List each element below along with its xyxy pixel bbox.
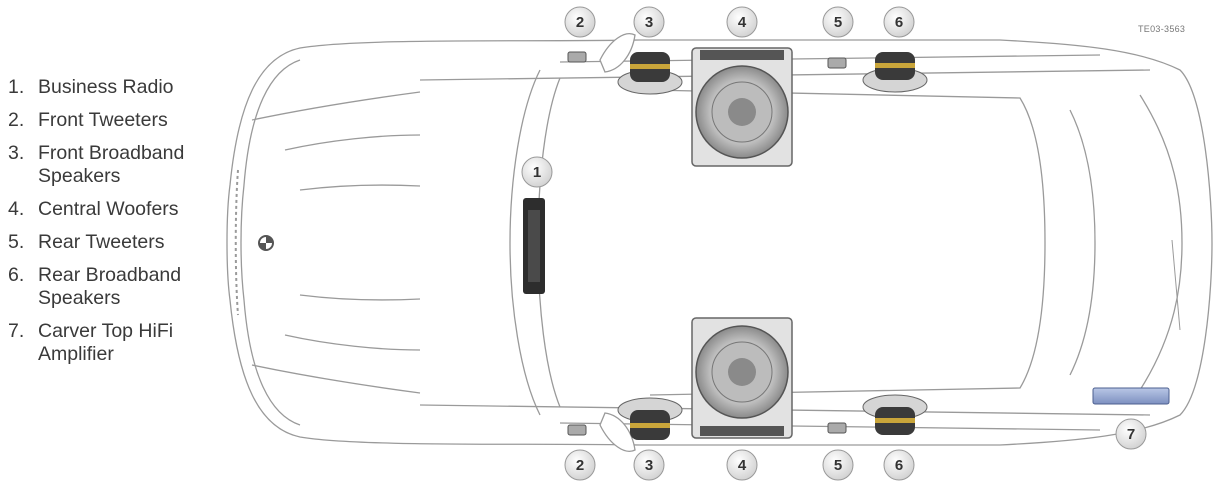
legend-number: 1. [8, 76, 25, 98]
legend-number: 7. [8, 320, 25, 342]
callout-2-bottom: 2 [564, 449, 596, 481]
callout-5-top: 5 [822, 6, 854, 38]
rear-broadband-speaker-bottom [862, 394, 928, 435]
legend-label: Rear Broadband Speakers [38, 264, 182, 309]
rear-tweeter-bottom [827, 422, 847, 434]
legend-label: Business Radio [38, 76, 174, 98]
central-woofer-bottom [691, 317, 793, 439]
callout-7: 7 [1115, 418, 1147, 450]
legend-number: 3. [8, 142, 25, 164]
callout-6-bottom: 6 [883, 449, 915, 481]
legend-label: Carver Top HiFi Amplifier [38, 320, 174, 365]
svg-text:5: 5 [834, 14, 842, 31]
bmw-logo-icon [258, 235, 274, 251]
legend-item-front-broadband-speakers: 3. Front Broadband Speakers [8, 142, 223, 188]
svg-text:3: 3 [645, 14, 653, 31]
callout-2-top: 2 [564, 6, 596, 38]
svg-text:6: 6 [895, 457, 903, 474]
legend-label: Front Broadband Speakers [38, 142, 185, 187]
legend-number: 2. [8, 109, 25, 131]
svg-text:7: 7 [1127, 426, 1135, 443]
central-woofer-top [691, 47, 793, 167]
svg-text:3: 3 [645, 457, 653, 474]
svg-text:2: 2 [576, 457, 584, 474]
svg-text:5: 5 [834, 457, 842, 474]
front-tweeter-top [567, 51, 587, 63]
callout-3-top: 3 [633, 6, 665, 38]
legend-item-central-woofers: 4. Central Woofers [8, 198, 223, 221]
carver-amplifier [1092, 387, 1170, 405]
svg-text:2: 2 [576, 14, 584, 31]
callout-4-bottom: 4 [726, 449, 758, 481]
legend-item-amplifier: 7. Carver Top HiFi Amplifier [8, 320, 223, 366]
svg-text:4: 4 [738, 14, 747, 31]
svg-text:6: 6 [895, 14, 903, 31]
legend-label: Rear Tweeters [38, 231, 165, 253]
legend-item-front-tweeters: 2. Front Tweeters [8, 109, 223, 132]
callout-3-bottom: 3 [633, 449, 665, 481]
svg-text:1: 1 [533, 164, 541, 181]
callout-6-top: 6 [883, 6, 915, 38]
business-radio-unit [523, 198, 545, 294]
legend-number: 4. [8, 198, 25, 220]
legend-label: Central Woofers [38, 198, 179, 220]
front-broadband-speaker-bottom [617, 397, 683, 440]
callout-4-top: 4 [726, 6, 758, 38]
legend-number: 6. [8, 264, 25, 286]
front-tweeter-bottom [567, 424, 587, 436]
legend: 1. Business Radio 2. Front Tweeters 3. Fron… [8, 76, 223, 376]
callout-1: 1 [521, 156, 553, 188]
legend-item-rear-tweeters: 5. Rear Tweeters [8, 231, 223, 254]
legend-number: 5. [8, 231, 25, 253]
legend-item-business-radio: 1. Business Radio [8, 76, 223, 99]
svg-text:4: 4 [738, 457, 747, 474]
legend-label: Front Tweeters [38, 109, 168, 131]
figure-code: TE03-3563 [1138, 24, 1186, 34]
front-broadband-speaker-top [617, 52, 683, 95]
rear-tweeter-top [827, 57, 847, 69]
rear-broadband-speaker-top [862, 52, 928, 93]
legend-item-rear-broadband-speakers: 6. Rear Broadband Speakers [8, 264, 223, 310]
callout-5-bottom: 5 [822, 449, 854, 481]
